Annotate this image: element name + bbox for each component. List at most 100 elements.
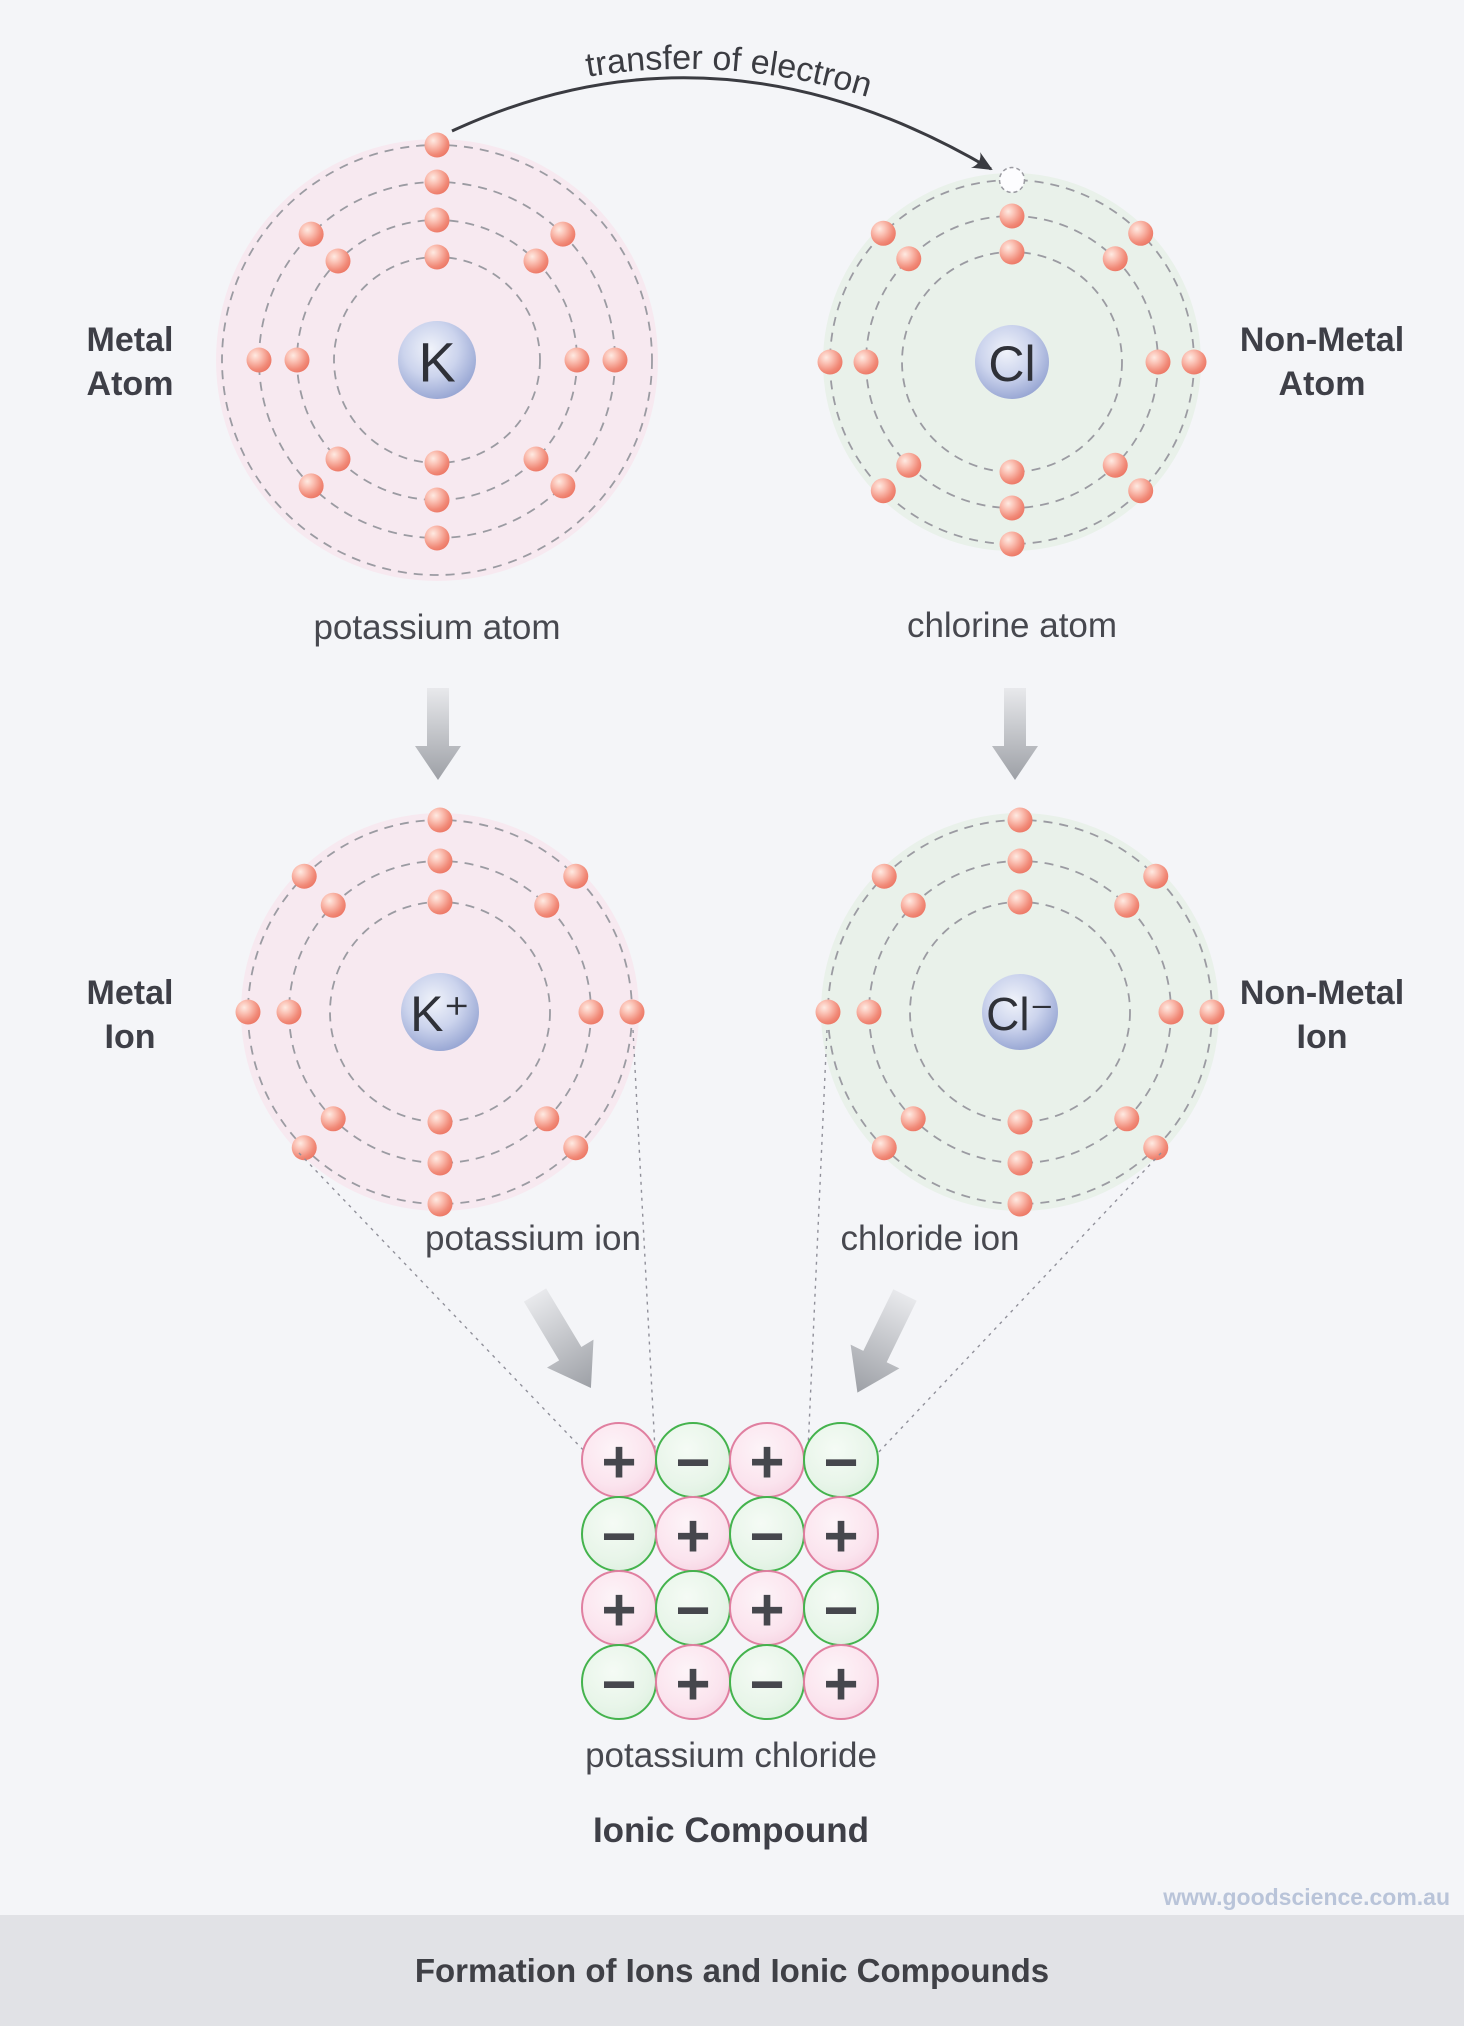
- electron: [1199, 999, 1225, 1025]
- charge-symbol: −: [823, 1429, 858, 1496]
- electron: [424, 487, 450, 513]
- electron: [523, 248, 549, 274]
- electron: [550, 473, 576, 499]
- cation-cell: +: [729, 1422, 805, 1498]
- crystal-caption: potassium chloride: [585, 1736, 877, 1775]
- anion-cell: −: [803, 1422, 879, 1498]
- electron: [291, 1135, 317, 1161]
- nonmetal-atom-label: Non-Metal Atom: [1239, 321, 1405, 403]
- electron: [235, 999, 261, 1025]
- charge-symbol: +: [675, 1651, 710, 1718]
- cation-cell: +: [655, 1644, 731, 1720]
- nucleus: [401, 973, 479, 1051]
- charge-symbol: −: [823, 1577, 858, 1644]
- charge-symbol: −: [675, 1429, 710, 1496]
- potassium-atom: K: [216, 132, 658, 581]
- electron: [999, 459, 1025, 485]
- metal-atom-label: Metal Atom: [86, 321, 174, 403]
- electron: [815, 999, 841, 1025]
- electron: [298, 473, 324, 499]
- electron: [523, 446, 549, 472]
- electron: [427, 807, 453, 833]
- electron: [427, 1109, 453, 1135]
- electron: [619, 999, 645, 1025]
- electron: [853, 349, 879, 375]
- electron-vacancy: [998, 166, 1026, 194]
- potassium-ion: K⁺: [235, 807, 645, 1217]
- electron: [424, 132, 450, 158]
- electron: [870, 220, 896, 246]
- anion-cell: −: [729, 1644, 805, 1720]
- electron: [870, 478, 896, 504]
- funnel-line: [875, 1152, 1162, 1456]
- electron: [550, 221, 576, 247]
- cation-cell: +: [581, 1422, 657, 1498]
- electron: [246, 347, 272, 373]
- nucleus: [398, 321, 476, 399]
- metal-ion-label: Metal Ion: [86, 974, 174, 1056]
- electron: [602, 347, 628, 373]
- charge-symbol: +: [601, 1577, 636, 1644]
- electron: [1128, 478, 1154, 504]
- electron: [999, 239, 1025, 265]
- chlorine-atom: Cl: [817, 166, 1207, 557]
- electron: [534, 892, 560, 918]
- electron: [427, 848, 453, 874]
- electron: [999, 495, 1025, 521]
- electron: [1145, 349, 1171, 375]
- electron: [578, 999, 604, 1025]
- potassium-ion-caption: potassium ion: [425, 1219, 641, 1258]
- potassium-atom-caption: potassium atom: [313, 608, 561, 647]
- charge-symbol: −: [601, 1503, 636, 1570]
- ion-circle: [803, 1644, 879, 1720]
- electron: [1007, 807, 1033, 833]
- nonmetal-ion-label: Non-Metal Ion: [1239, 974, 1405, 1056]
- electron: [284, 347, 310, 373]
- chlorine-atom-caption: chlorine atom: [906, 606, 1118, 645]
- electron: [896, 452, 922, 478]
- electron: [325, 446, 351, 472]
- charge-symbol: +: [601, 1429, 636, 1496]
- electron: [1007, 1150, 1033, 1176]
- electron: [1102, 246, 1128, 272]
- electron: [427, 1150, 453, 1176]
- electron: [871, 863, 897, 889]
- electron: [1143, 1135, 1169, 1161]
- title-text: Formation of Ions and Ionic Compounds: [414, 1951, 1050, 1989]
- electron: [1007, 1109, 1033, 1135]
- anion-cell: −: [655, 1570, 731, 1646]
- electron: [427, 1191, 453, 1217]
- anion-cell: −: [581, 1496, 657, 1572]
- charge-symbol: +: [675, 1503, 710, 1570]
- nucleus: [982, 974, 1058, 1050]
- electron: [424, 450, 450, 476]
- anion-cell: −: [655, 1422, 731, 1498]
- electron: [1102, 452, 1128, 478]
- electron: [1114, 1106, 1140, 1132]
- transfer-arrow: [451, 76, 993, 171]
- electron: [1143, 863, 1169, 889]
- electron: [1007, 1191, 1033, 1217]
- anion-cell: −: [729, 1496, 805, 1572]
- charge-symbol: −: [675, 1577, 710, 1644]
- cation-cell: +: [581, 1570, 657, 1646]
- cation-cell: +: [729, 1570, 805, 1646]
- title-bar: Formation of Ions and Ionic Compounds: [0, 1915, 1464, 2026]
- electron: [999, 531, 1025, 557]
- charge-symbol: +: [749, 1577, 784, 1644]
- electron: [564, 347, 590, 373]
- charge-symbol: +: [749, 1429, 784, 1496]
- electron: [817, 349, 843, 375]
- charge-symbol: +: [823, 1503, 858, 1570]
- nucleus-label: K⁺: [410, 986, 470, 1042]
- nucleus: [975, 325, 1049, 399]
- electron: [1128, 220, 1154, 246]
- electron: [424, 525, 450, 551]
- funnel-line: [632, 1029, 656, 1451]
- funnel-line: [807, 1029, 828, 1451]
- electron: [424, 207, 450, 233]
- electron: [276, 999, 302, 1025]
- nucleus-label: Cl⁻: [986, 988, 1054, 1040]
